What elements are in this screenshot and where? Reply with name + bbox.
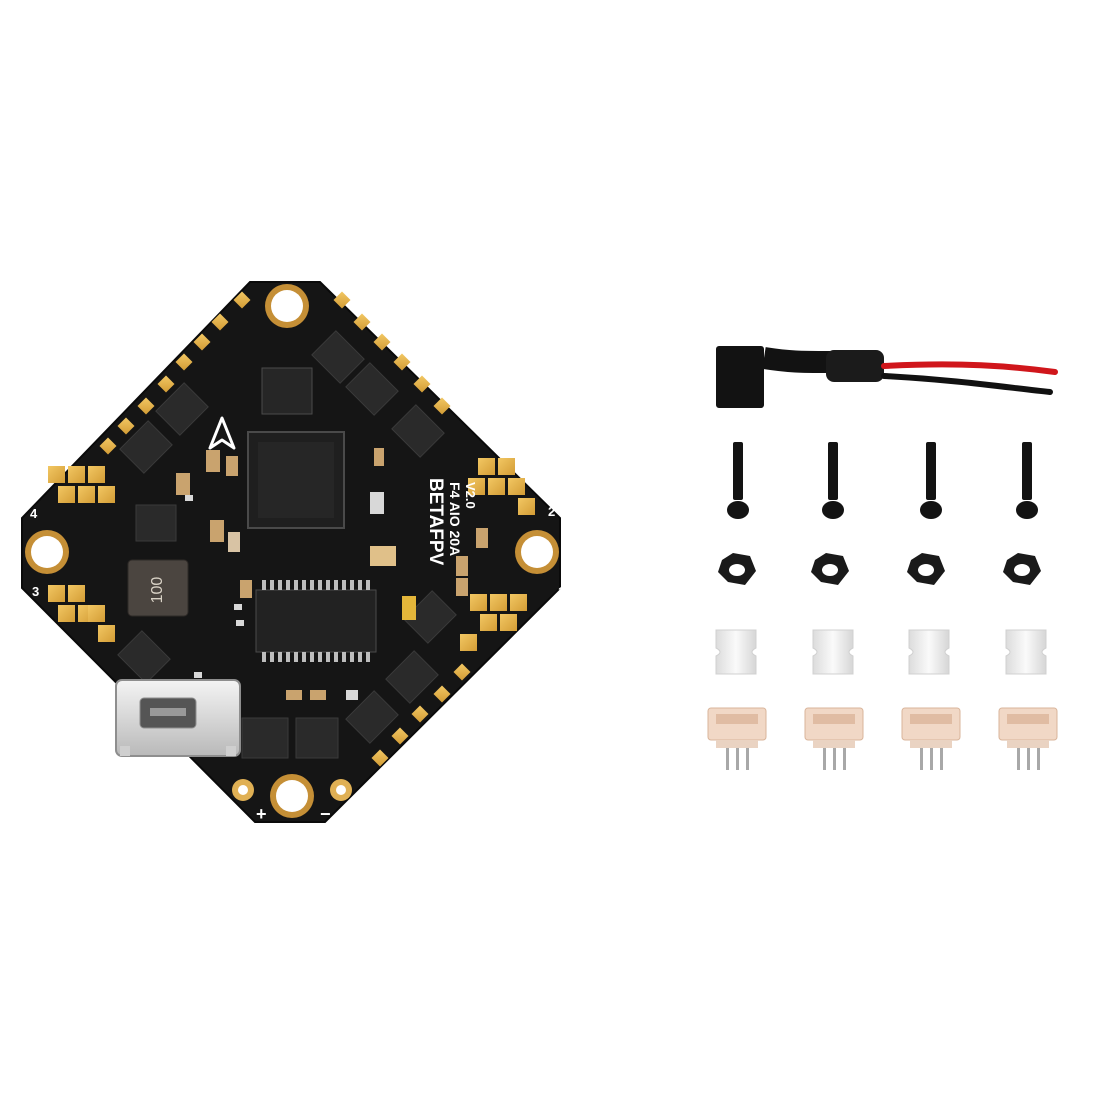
screws: [727, 442, 1038, 519]
direction-arrow-icon: [208, 416, 236, 450]
silkscreen-branding: BETAFPV F4 AIO 20A V2.0: [425, 478, 478, 566]
mounting-holes: [25, 284, 559, 818]
motor-label-1: 1: [558, 584, 565, 599]
hex-nuts: [718, 553, 1041, 585]
screw: [822, 442, 844, 519]
micro-usb-port: [115, 679, 241, 757]
version-text: V2.0: [463, 482, 478, 509]
hex-nut: [1003, 553, 1041, 585]
jst-connectors: [707, 707, 1058, 770]
pcb-body: [21, 281, 561, 823]
motor-label-2: 2: [548, 504, 555, 519]
hex-nut: [907, 553, 945, 585]
motor-label-4: 4: [30, 506, 38, 521]
esc-mosfets: [117, 330, 457, 759]
jst-connector: [804, 707, 864, 770]
power-cable: [716, 346, 1058, 408]
polarity-plus-label: +: [256, 804, 267, 824]
polarity-minus-label: −: [320, 804, 331, 824]
esc-driver-chip: [255, 580, 377, 662]
motor-labels: 1 2 3 4: [30, 504, 565, 599]
gyro-chip: [261, 367, 313, 415]
grommet: [908, 629, 950, 675]
grommet: [1005, 629, 1047, 675]
motor-label-3: 3: [32, 584, 39, 599]
grommets: [715, 629, 1047, 675]
jst-connector: [901, 707, 961, 770]
grommet: [812, 629, 854, 675]
cable-connector: [716, 346, 764, 408]
grommet: [715, 629, 757, 675]
screw: [727, 442, 749, 519]
screw: [1016, 442, 1038, 519]
jst-connector: [707, 707, 767, 770]
mcu-chip: [247, 431, 345, 529]
inductor-label: 100: [149, 577, 166, 604]
jst-connector: [998, 707, 1058, 770]
screw: [920, 442, 942, 519]
passive-components: [176, 448, 488, 700]
hex-nut: [718, 553, 756, 585]
inductor: 100: [127, 559, 189, 617]
brand-text: BETAFPV: [425, 478, 446, 566]
model-text: F4 AIO 20A: [447, 482, 463, 556]
flight-controller-board: 100 BETAFPV F4 AIO 20A V2.0 1 2 3 4 + −: [21, 281, 565, 824]
hex-nut: [811, 553, 849, 585]
motor-pads: [48, 458, 535, 651]
edge-pads: [99, 291, 471, 767]
